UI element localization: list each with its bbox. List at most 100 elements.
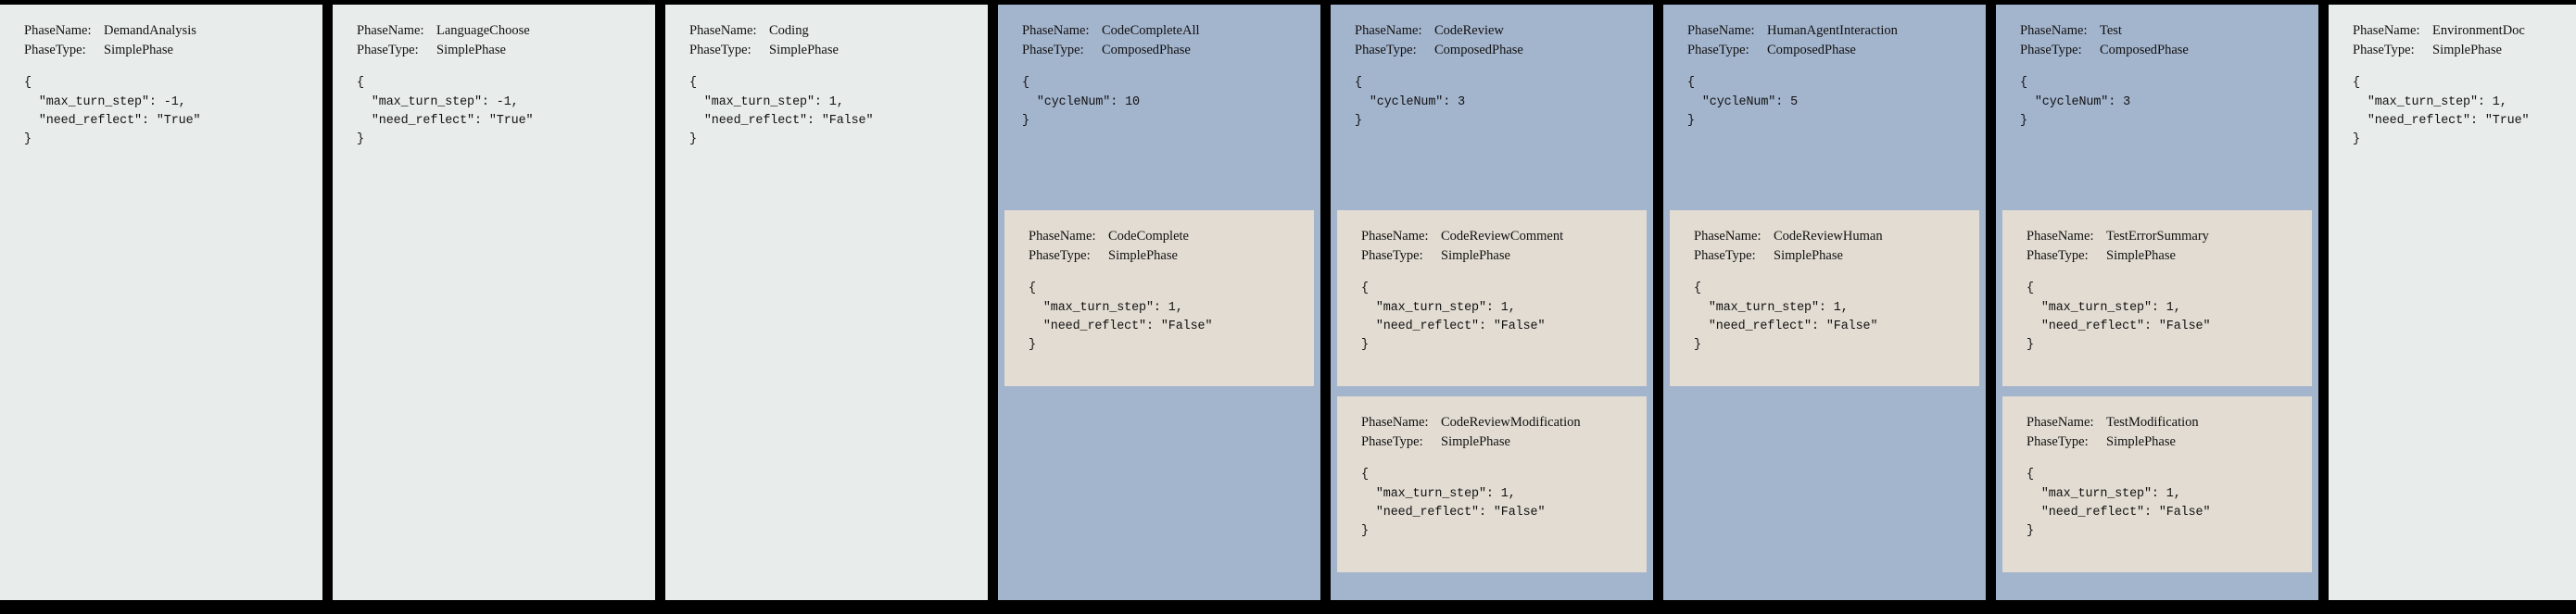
composed-phase-filler [998,396,1320,600]
phase-type-row: PhaseType:SimplePhase [2027,432,2312,452]
phase-name-label: PhaseName: [2020,23,2088,38]
phase-name-value: CodeReviewHuman [1774,229,1883,244]
phase-name-label: PhaseName: [357,23,424,38]
phase-name-value: LanguageChoose [436,23,530,38]
phase-name-value: HumanAgentInteraction [1767,23,1898,38]
phase-name-label: PhaseName: [689,23,757,38]
phase-type-label: PhaseType: [2027,247,2089,263]
phase-name-value: DemandAnalysis [104,23,196,38]
phase-name-label: PhaseName: [1022,23,1090,38]
phase-name-value: CodeReview [1434,23,1504,38]
phase-name-value: CodeReviewModification [1441,415,1581,430]
phase-type-row: PhaseType: SimplePhase [689,41,988,60]
phase-name-row: PhaseName:TestErrorSummary [2027,227,2312,246]
phase-type-value: SimplePhase [2432,42,2502,57]
phase-name-label: PhaseName: [24,23,92,38]
sub-phase-divider [1331,572,1653,583]
phase-name-row: PhaseName:CodeComplete [1029,227,1314,246]
phase-name-row: PhaseName: CodeReviewHuman [1694,227,1979,246]
phase-type-row: PhaseType:SimplePhase [24,41,322,60]
phase-type-row: PhaseType:SimplePhase [1029,246,1314,266]
phase-config-json: { "cycleNum": 3 } [1355,76,1466,128]
phase-name-label: PhaseName: [1687,23,1755,38]
composed-phase-filler [1663,396,1986,600]
phase-type-value: SimplePhase [1774,247,1843,263]
composed-phase-filler [1996,583,2318,600]
phase-type-value: ComposedPhase [1434,42,1523,57]
phase-type-value: SimplePhase [1108,247,1178,263]
phase-name-value: CodeReviewComment [1441,229,1564,244]
phase-name-row: PhaseName: CodeReview [1355,21,1653,41]
phase-config-json: { "cycleNum": 3 } [2020,76,2131,128]
phase-type-value: SimplePhase [2106,247,2176,263]
phase-type-value: ComposedPhase [1102,42,1191,57]
phase-config-json: { "cycleNum": 5 } [1687,76,1799,128]
phase-config-json: { "max_turn_step": 1, "need_reflect": "F… [2027,468,2211,539]
phase-name-row: PhaseName:CodeReviewComment [1361,227,1647,246]
phase-config-json: { "max_turn_step": 1, "need_reflect": "F… [1029,282,1213,353]
sub-phase-divider [998,386,1320,396]
sub-phase-divider [1996,572,2318,583]
phase-config-json: { "max_turn_step": 1, "need_reflect": "F… [689,76,874,147]
phase-type-label: PhaseType: [689,42,751,57]
sub-phase-divider [1996,386,2318,396]
phase-type-label: PhaseType: [2020,42,2082,57]
phase-type-label: PhaseType: [357,42,419,57]
phase-type-row: PhaseType: SimplePhase [2027,246,2312,266]
phase-name-row: PhaseName:CodeCompleteAll [1022,21,1320,41]
phase-name-row: PhaseName:Coding [689,21,988,41]
phase-name-label: PhaseName: [1694,229,1762,244]
phase-name-value: EnvironmentDoc [2432,23,2525,38]
phase-type-row: PhaseType:ComposedPhase [1355,41,1653,60]
phase-type-value: SimplePhase [1441,247,1510,263]
phase-name-row: PhaseName: Test [2020,21,2318,41]
phase-name-value: Test [2100,23,2122,38]
sub-phase-divider [1331,386,1653,396]
phase-type-row: PhaseType:ComposedPhase [1687,41,1986,60]
phase-type-label: PhaseType: [1694,247,1756,263]
phase-type-value: SimplePhase [769,42,839,57]
phase-type-label: PhaseType: [1022,42,1084,57]
phase-type-label: PhaseType: [1361,247,1423,263]
phase-type-value: SimplePhase [2106,433,2176,449]
phase-name-value: TestModification [2106,415,2199,430]
phase-name-row: PhaseName: LanguageChoose [357,21,655,41]
phase-type-row: PhaseType: ComposedPhase [1022,41,1320,60]
phase-type-value: SimplePhase [436,42,506,57]
phase-name-row: PhaseName:EnvironmentDoc [2353,21,2576,41]
phase-type-label: PhaseType: [1687,42,1749,57]
phase-config-json: { "max_turn_step": -1, "need_reflect": "… [24,76,201,147]
phase-name-row: PhaseName: DemandAnalysis [24,21,322,41]
phase-name-label: PhaseName: [1355,23,1422,38]
